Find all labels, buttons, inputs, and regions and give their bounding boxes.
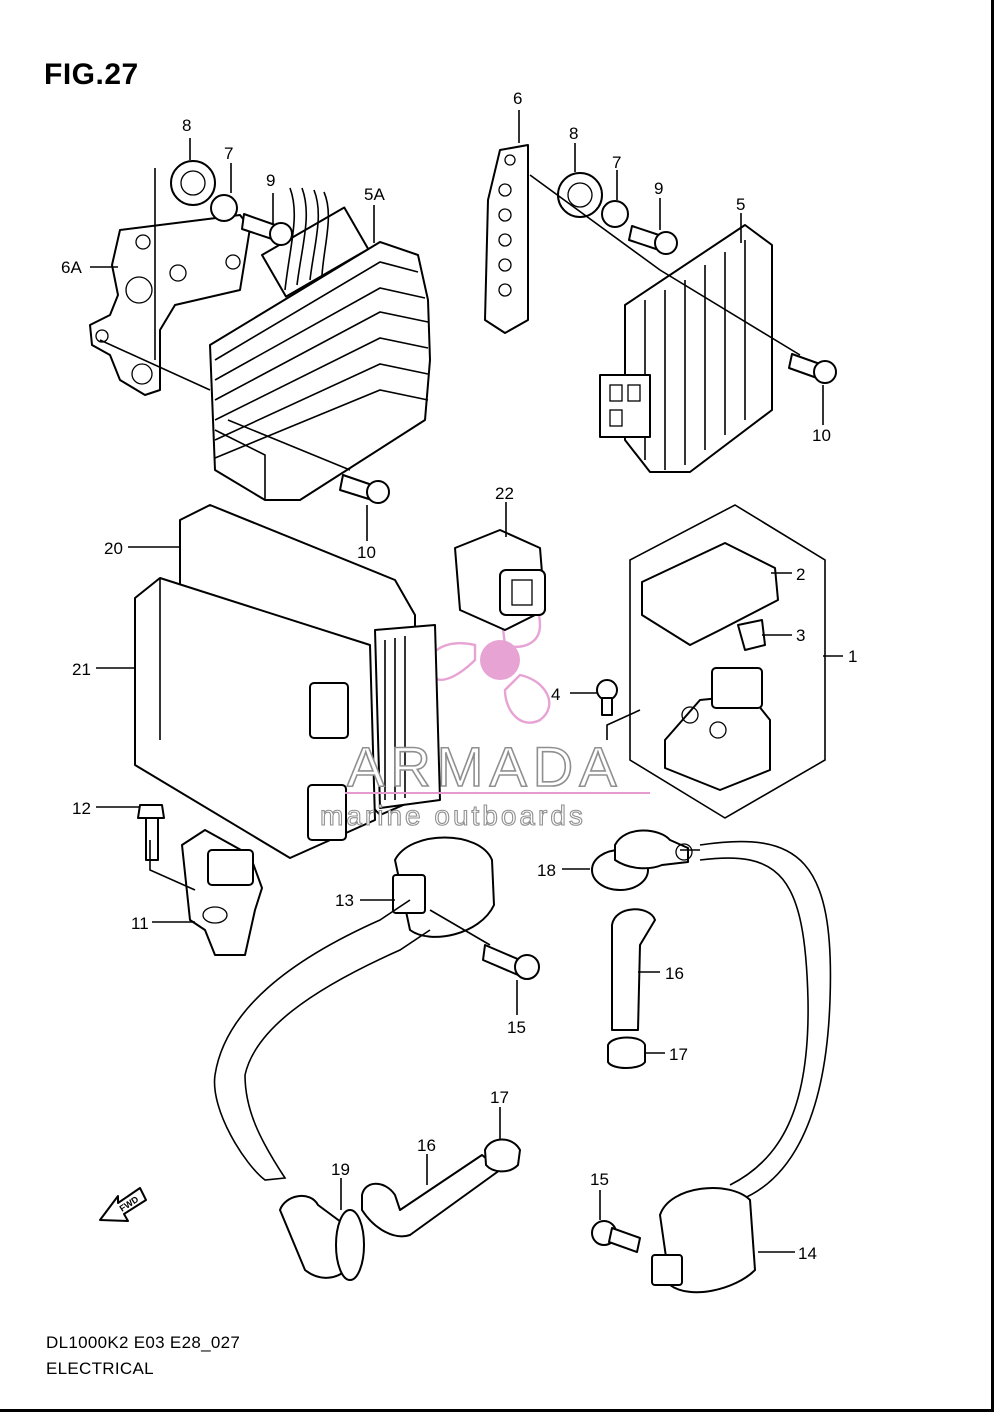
callout-20: 20 [104,539,123,558]
callout-1: 1 [848,647,857,666]
bolt-10-left [339,474,390,504]
cap-19 [279,1195,365,1281]
callout-12: 12 [72,799,91,818]
watermark-tagline: marine outboards [320,800,586,831]
callout-17-lower: 17 [490,1088,509,1107]
callout-5A: 5A [364,185,385,204]
callout-8-left: 8 [182,116,191,135]
fwd-direction-arrow: FWD [99,1187,147,1222]
callout-3: 3 [796,626,805,645]
callout-8-right: 8 [569,124,578,143]
callout-7-right: 7 [612,153,621,172]
callout-4: 4 [551,685,560,704]
collar-8-left [170,160,216,206]
cap-18 [591,829,693,891]
callout-6A: 6A [61,258,82,277]
callout-21: 21 [72,660,91,679]
callout-15-upper: 15 [507,1018,526,1037]
starter-relay-assy-1 [629,504,826,819]
cap-17-upper [607,1036,646,1069]
plug-wire-16-lower [361,1154,501,1238]
callout-17-upper: 17 [669,1045,688,1064]
callout-18: 18 [537,861,556,880]
bracket-6 [484,144,529,334]
callout-15-lower: 15 [590,1170,609,1189]
callout-6-top: 6 [513,89,522,108]
bolt-15-lower [591,1220,641,1253]
plug-wire-16-upper [611,908,656,1031]
callout-16-lower: 16 [417,1136,436,1155]
spacer-7-right [601,200,629,228]
bracket-6A [89,214,251,396]
callout-16-upper: 16 [665,964,684,983]
bolt-15-upper [482,944,540,980]
bolt-12 [137,804,165,861]
leader-lines [90,110,843,1253]
ignition-coil-13 [213,836,495,1181]
bolt-10-right [788,353,837,384]
section-name: ELECTRICAL [46,1359,154,1378]
callout-10-left: 10 [357,543,376,562]
callout-9-left: 9 [266,171,275,190]
callout-19: 19 [331,1160,350,1179]
callout-5: 5 [736,195,745,214]
callout-14: 14 [798,1244,817,1263]
watermark: ARMADA marine outboards [319,734,650,832]
callout-labels: 6 8 7 9 5A 6A 8 7 9 5 10 10 22 20 2 3 1 … [61,89,857,1263]
screw-4 [596,679,618,716]
collar-8-right [557,172,603,218]
model-code: DL1000K2 E03 E28_027 [46,1333,241,1352]
bolt-9-left [241,213,293,246]
callout-9-right: 9 [654,179,663,198]
callout-2: 2 [796,565,805,584]
sensor-11 [181,829,263,956]
bolt-9-right [628,225,678,255]
callout-7-left: 7 [224,144,233,163]
cap-17-lower [484,1138,521,1173]
callout-11: 11 [131,914,149,933]
relay-22 [454,529,546,631]
callout-10-right: 10 [812,426,831,445]
watermark-brand: ARMADA [347,735,623,798]
callout-22: 22 [495,484,514,503]
spacer-7-left [210,194,238,222]
regulator-5 [599,224,773,473]
ignition-coil-14 [651,840,832,1294]
ecm-21 [134,577,441,859]
callout-13: 13 [335,891,354,910]
figure-title: FIG.27 [44,58,139,91]
